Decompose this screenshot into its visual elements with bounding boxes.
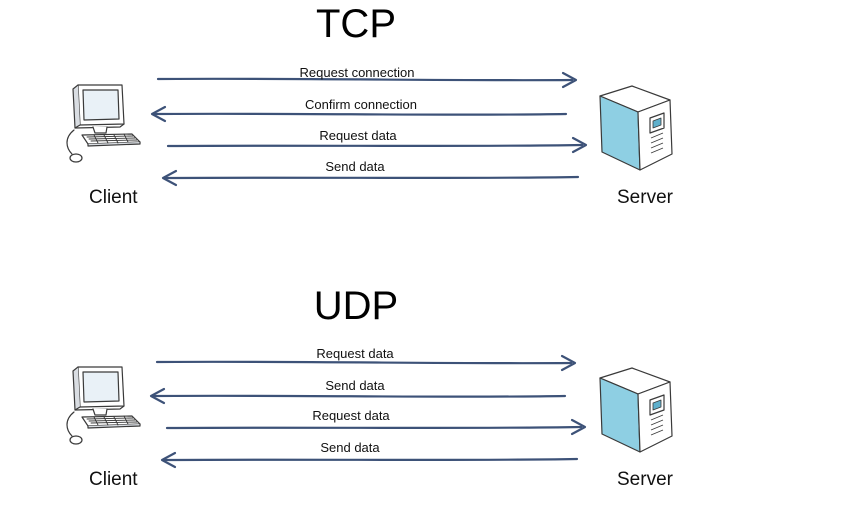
message-label: Request data [312, 408, 390, 423]
arrow-confirm-connection [150, 105, 568, 123]
message-arrows [150, 71, 588, 187]
udp-diagram: UDP [0, 282, 867, 522]
arrow-send-data [160, 451, 579, 469]
server-label: Server [617, 469, 673, 490]
client-computer-icon [66, 84, 141, 163]
arrow-send-data [161, 169, 580, 187]
message-label: Send data [320, 440, 380, 455]
server-icon [599, 85, 673, 171]
client-label: Client [89, 469, 138, 490]
arrow-send-data [149, 387, 567, 405]
arrow-request-data [166, 136, 588, 154]
client-computer-icon [66, 366, 141, 445]
message-label: Send data [325, 378, 385, 393]
message-label: Send data [325, 159, 385, 174]
server-icon [599, 367, 673, 453]
message-label: Confirm connection [305, 97, 417, 112]
diagram-title: TCP [316, 2, 396, 46]
arrow-request-connection [156, 71, 578, 89]
message-arrows [149, 354, 587, 469]
client-label: Client [89, 187, 138, 208]
server-label: Server [617, 187, 673, 208]
message-label: Request connection [299, 65, 415, 80]
tcp-diagram: TCP [0, 0, 867, 240]
arrow-request-data [165, 418, 587, 436]
message-label: Request data [319, 128, 397, 143]
diagram-title: UDP [313, 284, 399, 328]
message-label: Request data [316, 346, 394, 361]
arrow-request-data [155, 354, 577, 372]
